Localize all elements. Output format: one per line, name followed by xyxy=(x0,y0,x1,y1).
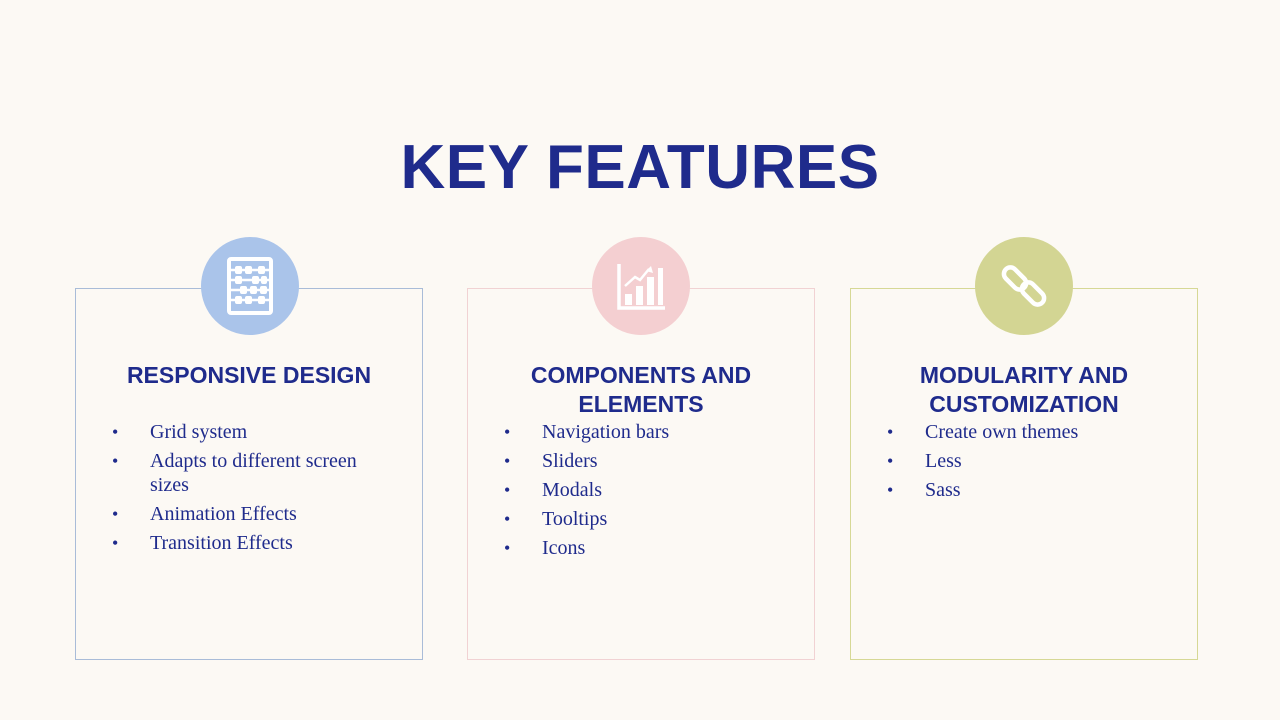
bullet-icon: • xyxy=(504,538,511,558)
card-heading-line: CUSTOMIZATION xyxy=(929,391,1119,417)
list-item-text: Grid system xyxy=(150,421,248,443)
bullet-icon: • xyxy=(112,533,119,553)
card-heading: COMPONENTS AND ELEMENTS xyxy=(468,361,814,419)
bullet-icon: • xyxy=(504,509,511,529)
link-icon xyxy=(1001,265,1047,307)
list-item: • Icons xyxy=(504,536,762,560)
feature-card-modularity-and-customization: MODULARITY AND CUSTOMIZATION • Create own… xyxy=(850,288,1198,660)
growth-chart-icon xyxy=(617,264,665,310)
list-item: • Grid system xyxy=(112,420,370,444)
list-item: • Navigation bars xyxy=(504,420,762,444)
list-item: • Sliders xyxy=(504,449,762,473)
list-item: • Tooltips xyxy=(504,507,762,531)
list-item-text: Icons xyxy=(542,537,586,559)
list-item: • Sass xyxy=(887,478,1145,502)
feature-card-responsive-design: RESPONSIVE DESIGN • Grid system • Adapts t… xyxy=(75,288,423,660)
list-item: • Animation Effects xyxy=(112,502,370,526)
list-item: • Modals xyxy=(504,478,762,502)
feature-list: • Create own themes • Less • Sass xyxy=(887,420,1145,507)
card-heading-line: COMPONENTS AND xyxy=(530,362,752,388)
bullet-icon: • xyxy=(887,480,894,500)
card-heading-line: ELEMENTS xyxy=(578,391,704,417)
list-item-text: Adapts to different screen sizes xyxy=(150,450,357,496)
card-heading-line: MODULARITY AND xyxy=(919,362,1129,388)
bullet-icon: • xyxy=(504,451,511,471)
bullet-icon: • xyxy=(887,422,894,442)
abacus-icon xyxy=(227,257,273,315)
list-item-text: Modals xyxy=(542,479,602,501)
growth-chart-icon-badge xyxy=(592,237,690,335)
abacus-icon-badge xyxy=(201,237,299,335)
bullet-icon: • xyxy=(112,504,119,524)
feature-card-components-and-elements: COMPONENTS AND ELEMENTS • Navigation bars… xyxy=(467,288,815,660)
card-heading: RESPONSIVE DESIGN xyxy=(76,361,422,390)
card-heading-line: RESPONSIVE DESIGN xyxy=(126,362,372,388)
list-item: • Create own themes xyxy=(887,420,1145,444)
list-item-text: Sass xyxy=(925,479,961,501)
list-item: • Transition Effects xyxy=(112,531,370,555)
link-icon-badge xyxy=(975,237,1073,335)
bullet-icon: • xyxy=(112,422,119,442)
feature-list: • Grid system • Adapts to different screen… xyxy=(112,420,370,560)
list-item-text: Tooltips xyxy=(542,508,608,530)
card-heading: MODULARITY AND CUSTOMIZATION xyxy=(851,361,1197,419)
list-item-text: Transition Effects xyxy=(150,532,293,554)
feature-list: • Navigation bars • Sliders • Modals • Toolt… xyxy=(504,420,762,565)
list-item-text: Navigation bars xyxy=(542,421,670,443)
list-item-text: Create own themes xyxy=(925,421,1079,443)
bullet-icon: • xyxy=(887,451,894,471)
list-item-text: Animation Effects xyxy=(150,503,297,525)
bullet-icon: • xyxy=(504,422,511,442)
list-item-text: Sliders xyxy=(542,450,598,472)
bullet-icon: • xyxy=(504,480,511,500)
list-item: • Adapts to different screen sizes xyxy=(112,449,370,497)
list-item-text: Less xyxy=(925,450,962,472)
bullet-icon: • xyxy=(112,451,119,471)
list-item: • Less xyxy=(887,449,1145,473)
slide-title: KEY FEATURES xyxy=(400,133,880,202)
